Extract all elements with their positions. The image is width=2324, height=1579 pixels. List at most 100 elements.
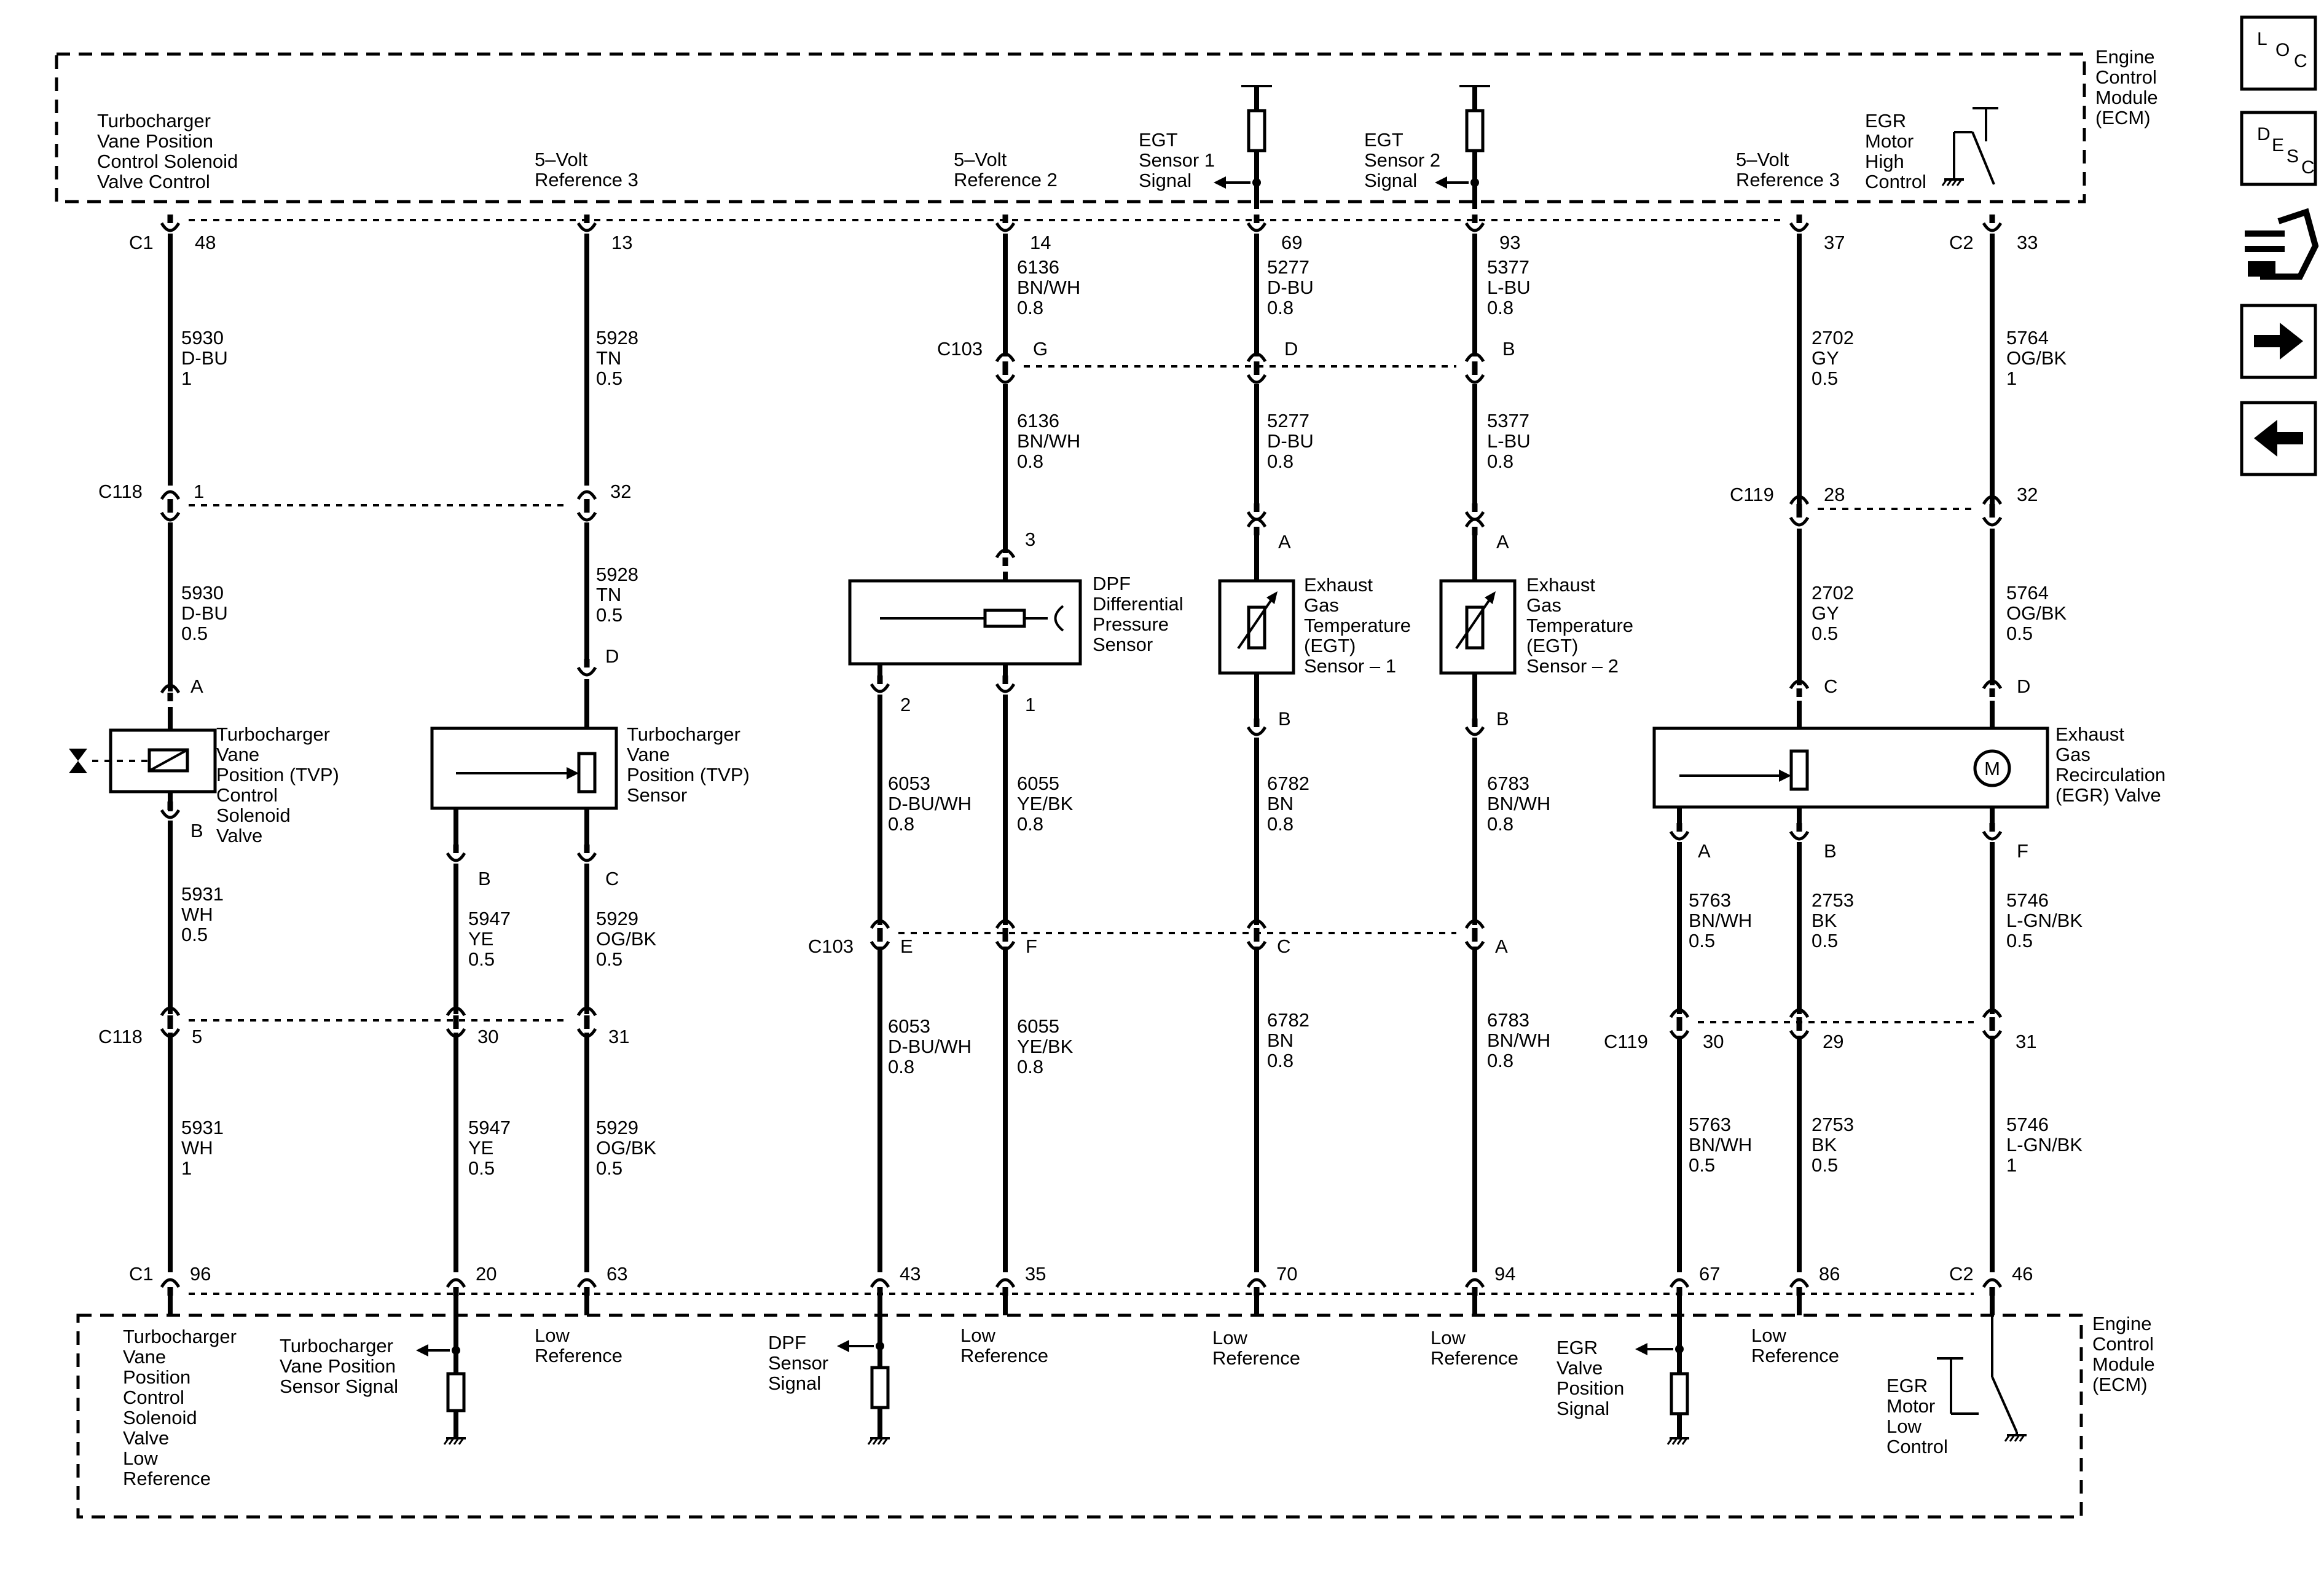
egt1-label-line: Exhaust	[1304, 574, 1373, 596]
egr-terminal-a	[1669, 823, 1690, 841]
wire-label-2753-a-line: 2753	[1812, 889, 1854, 911]
wire-label-5377-a-line: 5377	[1487, 256, 1529, 278]
wire-label-5746-a-line: 0.5	[2006, 930, 2033, 951]
wire-label-6055-b-line: 6055	[1017, 1015, 1059, 1037]
nav-button-previous-arrow-icon[interactable]	[2240, 401, 2317, 476]
wire-label-5928-b-line: TN	[596, 584, 621, 605]
top-pin-6	[1982, 215, 2003, 232]
tvp-solenoid-label-line: Solenoid	[216, 805, 291, 826]
wire-label-5377-a-line: L-BU	[1487, 277, 1531, 298]
bottom-label-tvp-low-line: Reference	[123, 1468, 211, 1489]
bottom-pin-label: 43	[900, 1263, 921, 1285]
terminal-cup	[1982, 679, 2003, 690]
terminal-cup	[1246, 518, 1267, 528]
bottom-label-egr-low-line: EGR	[1886, 1375, 1928, 1396]
dpf-port	[1054, 605, 1064, 632]
wire-label-5931-b-line: 5931	[181, 1117, 224, 1138]
bottom-label-lowref-4-line: Low	[1431, 1327, 1466, 1349]
bottom-pin-label: 86	[1819, 1263, 1840, 1285]
tvp-pin-b: B	[478, 868, 491, 889]
ground-hatch	[2019, 1435, 2025, 1442]
egr-low-ground	[2004, 1434, 2027, 1442]
c103-top-pin: D	[1284, 338, 1298, 360]
wire-label-5763-b-line: BN/WH	[1689, 1134, 1752, 1156]
egt1-label-line: (EGT)	[1304, 635, 1356, 656]
wire-label-5277-b-line: 5277	[1267, 410, 1309, 431]
wire-label-5929-a-line: 5929	[596, 908, 638, 929]
wire-label-6136-a-line: 0.8	[1017, 297, 1043, 318]
egt1-thermistor-arrow	[1266, 591, 1278, 604]
ecm-top-label-line: (ECM)	[2095, 107, 2151, 128]
tvp-solenoid-label-line: Position (TVP)	[216, 764, 339, 786]
terminal-cup	[995, 548, 1016, 559]
top-label-egt1-line: Signal	[1139, 170, 1191, 191]
bottom-pin-6	[1464, 1278, 1485, 1296]
egt1-pullup-resistor	[1247, 109, 1266, 152]
tvp-solenoid-label-line: Turbocharger	[216, 723, 330, 745]
c118-bot-0-male	[160, 1020, 181, 1038]
top-label-tvp-solenoid-line: Control Solenoid	[97, 151, 238, 172]
terminal-cup	[870, 919, 890, 929]
egt2-label-line: Sensor – 2	[1526, 655, 1619, 677]
top-pin-label: 33	[2017, 232, 2038, 253]
top-label-tvp-solenoid-line: Vane Position	[97, 130, 213, 152]
terminal-cup	[160, 1278, 181, 1288]
top-label-ref3-left-line: 5–Volt	[535, 149, 588, 170]
c119-bot-pin: 31	[2016, 1031, 2036, 1052]
bottom-label-tvp-low-line: Position	[123, 1366, 190, 1388]
ground-hatch	[872, 1438, 879, 1445]
wire-label-5764-b-line: 5764	[2006, 582, 2049, 604]
nav-button-next-arrow-icon[interactable]	[2240, 304, 2317, 379]
egt1-pin-a: A	[1278, 531, 1291, 553]
wire-label-6783-a-line: 0.8	[1487, 813, 1513, 835]
egt1-label-line: Temperature	[1304, 615, 1411, 636]
ground-hatch	[1676, 1438, 1683, 1445]
nav-button-loc[interactable]: LOC	[2240, 15, 2317, 91]
previous-arrow-icon	[2254, 420, 2303, 457]
c119-bot-2-male	[1982, 1022, 2003, 1040]
top-label-egr-high-line: Motor	[1865, 130, 1914, 152]
dpf-terminal-3	[995, 548, 1016, 566]
wire-label-5277-a-line: 5277	[1267, 256, 1309, 278]
wire-label-6136-b-line: 0.8	[1017, 451, 1043, 472]
terminal-cup	[160, 1028, 181, 1038]
wire-label-5931-a-line: 0.5	[181, 924, 208, 945]
egr-label-line: (EGR) Valve	[2055, 784, 2161, 806]
egt2-label-line: Temperature	[1526, 615, 1633, 636]
egr-pin-d: D	[2017, 675, 2030, 697]
wire-label-5929-b-line: 0.5	[596, 1157, 622, 1179]
tvp-solenoid-label-line: Valve	[216, 825, 262, 846]
bottom-label-dpf-signal-line: Signal	[768, 1372, 821, 1394]
ground-hatch	[867, 1438, 874, 1445]
wire-label-2702-a-line: GY	[1812, 347, 1839, 369]
c118-bot-2-male	[576, 1020, 597, 1038]
wire-label-2702-b-line: 0.5	[1812, 623, 1838, 644]
wire-label-5931-a-line: 5931	[181, 883, 224, 905]
terminal-cup	[1669, 1008, 1690, 1018]
terminal-cup	[1669, 1030, 1690, 1040]
egt1-terminal-a-top	[1246, 503, 1267, 521]
bottom-label-lowref-3-line: Low	[1212, 1327, 1247, 1349]
egr-signal-resistor	[1670, 1372, 1689, 1416]
dpf-signal-ground	[867, 1437, 890, 1445]
terminal-cup	[576, 490, 597, 500]
nav-button-frame	[2240, 15, 2317, 91]
diagram-lines	[168, 86, 1995, 1438]
c103-top-pin: B	[1502, 338, 1515, 360]
nav-button-connector-icon[interactable]	[2245, 208, 2319, 280]
bottom-label-dpf-signal-line: Sensor	[768, 1352, 828, 1374]
wire-label-6053-b-line: 0.8	[888, 1056, 914, 1077]
ground-hatch	[458, 1438, 465, 1445]
bottom-label-tvp-low-line: Control	[123, 1387, 184, 1408]
bottom-pin-label: 70	[1276, 1263, 1297, 1285]
egr-terminal-f	[1982, 823, 2003, 841]
ecm-top-box	[55, 52, 2086, 203]
c103-bot-pin: F	[1026, 935, 1037, 957]
top-pin-0	[160, 215, 181, 232]
wire-label-5746-b-line: 5746	[2006, 1114, 2049, 1135]
top-label-egt2-line: Sensor 2	[1364, 149, 1440, 171]
c103-bot-0-male	[870, 933, 890, 951]
wire-label-5746-a-line: 5746	[2006, 889, 2049, 911]
